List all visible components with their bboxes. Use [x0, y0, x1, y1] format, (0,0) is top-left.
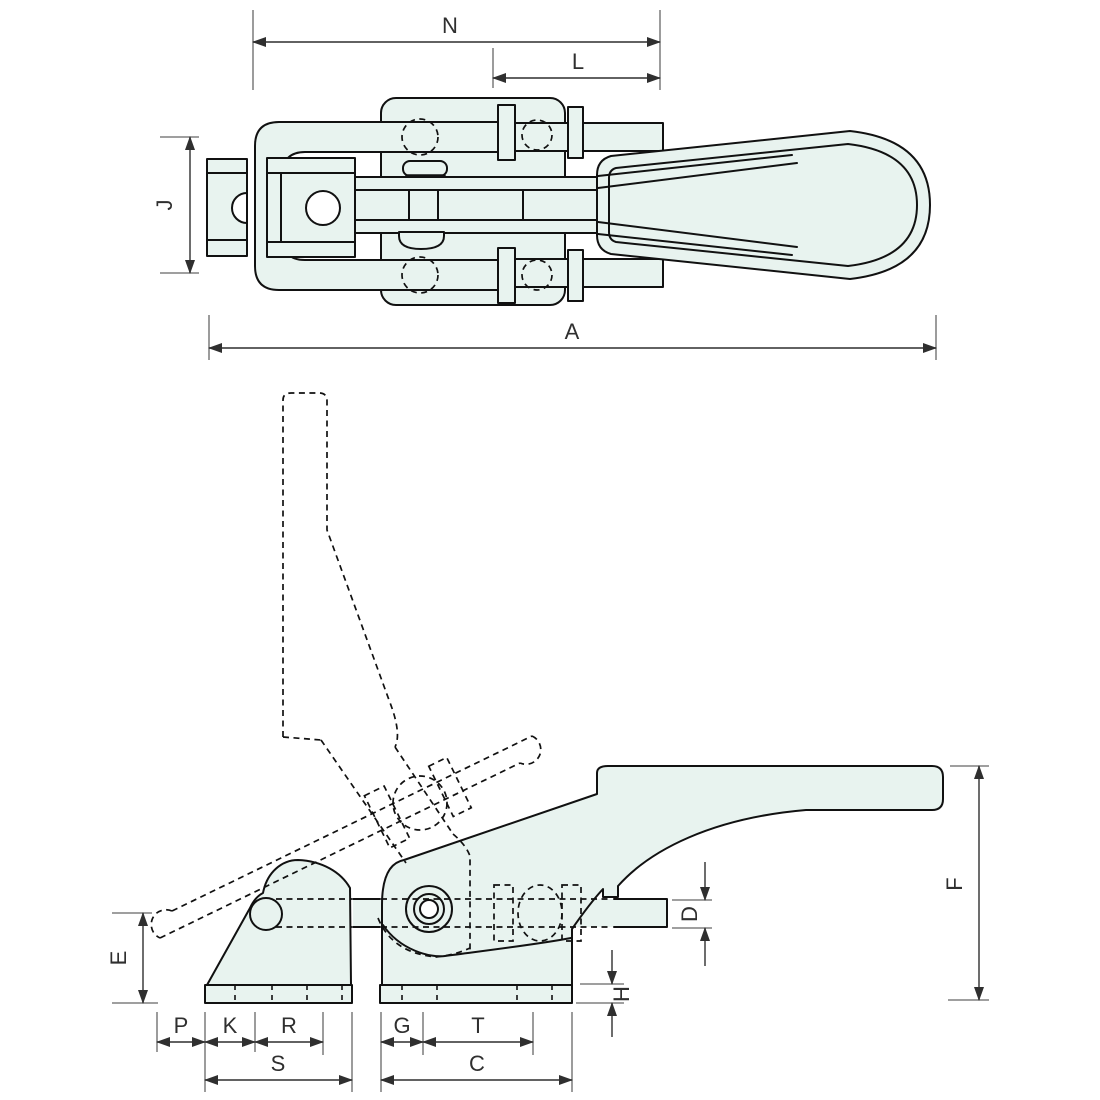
mounting-holes-top	[401, 118, 553, 294]
dimensions-top-view: N L J A	[152, 10, 937, 360]
dimension-h: H	[576, 950, 634, 1037]
pivot	[405, 885, 453, 933]
handle-top	[596, 130, 931, 280]
dimension-r-label: R	[281, 1013, 297, 1038]
dimension-j-label: J	[152, 200, 177, 211]
top-view	[206, 97, 931, 306]
handle-fork-lines	[597, 154, 798, 256]
dimension-l: L	[492, 48, 661, 88]
rod-solid-edges	[352, 898, 668, 928]
dimension-g: G	[380, 1013, 424, 1047]
dimension-g-label: G	[393, 1013, 410, 1038]
dimension-f-label: F	[942, 877, 967, 890]
dimension-r: R	[254, 1013, 324, 1047]
dimension-p-label: P	[174, 1013, 189, 1038]
nut-plates-top	[497, 104, 584, 304]
dimension-d-label: D	[677, 906, 702, 922]
side-view	[150, 392, 944, 1004]
clevis-block-top	[266, 157, 356, 258]
dimension-h-label: H	[609, 986, 634, 1002]
dimension-n-label: N	[442, 13, 458, 38]
dimension-s: S	[204, 1051, 353, 1085]
open-position-phantom	[150, 392, 542, 958]
dimension-k-label: K	[223, 1013, 238, 1038]
dimension-ladder-right: G T C	[380, 1012, 573, 1092]
dimension-e-label: E	[106, 951, 131, 966]
clevis-pin-hole	[305, 190, 341, 226]
handle-and-body-side	[381, 765, 944, 986]
catch-hole	[231, 191, 248, 225]
dimension-j: J	[152, 136, 199, 274]
dimension-s-label: S	[271, 1051, 286, 1076]
drawbar-top	[339, 176, 611, 234]
catch-bar-nose	[249, 897, 283, 931]
base-flange-left	[204, 984, 353, 1004]
dimension-ladder-left: P K R S	[156, 1012, 353, 1092]
hidden-rod-lines	[276, 884, 612, 942]
dimension-t: T	[422, 1013, 534, 1047]
dimension-d: D	[672, 862, 712, 966]
dimension-k: K	[204, 1013, 256, 1047]
dimension-p: P	[156, 1013, 206, 1047]
dimension-t-label: T	[471, 1013, 484, 1038]
base-flange-right	[379, 984, 573, 1004]
dimension-c: C	[380, 1051, 573, 1085]
dimension-f: F	[942, 765, 989, 1001]
handle-inner-loop	[608, 143, 918, 267]
dimensions-side-view: E F D H P K	[106, 765, 989, 1092]
dimension-l-label: L	[572, 49, 584, 74]
dimension-a-label: A	[565, 319, 580, 344]
dimension-a: A	[208, 315, 937, 360]
dimension-e: E	[106, 912, 158, 1004]
dimension-c-label: C	[469, 1051, 485, 1076]
body-slots-top	[398, 160, 448, 250]
catch-plate-top	[206, 158, 248, 257]
